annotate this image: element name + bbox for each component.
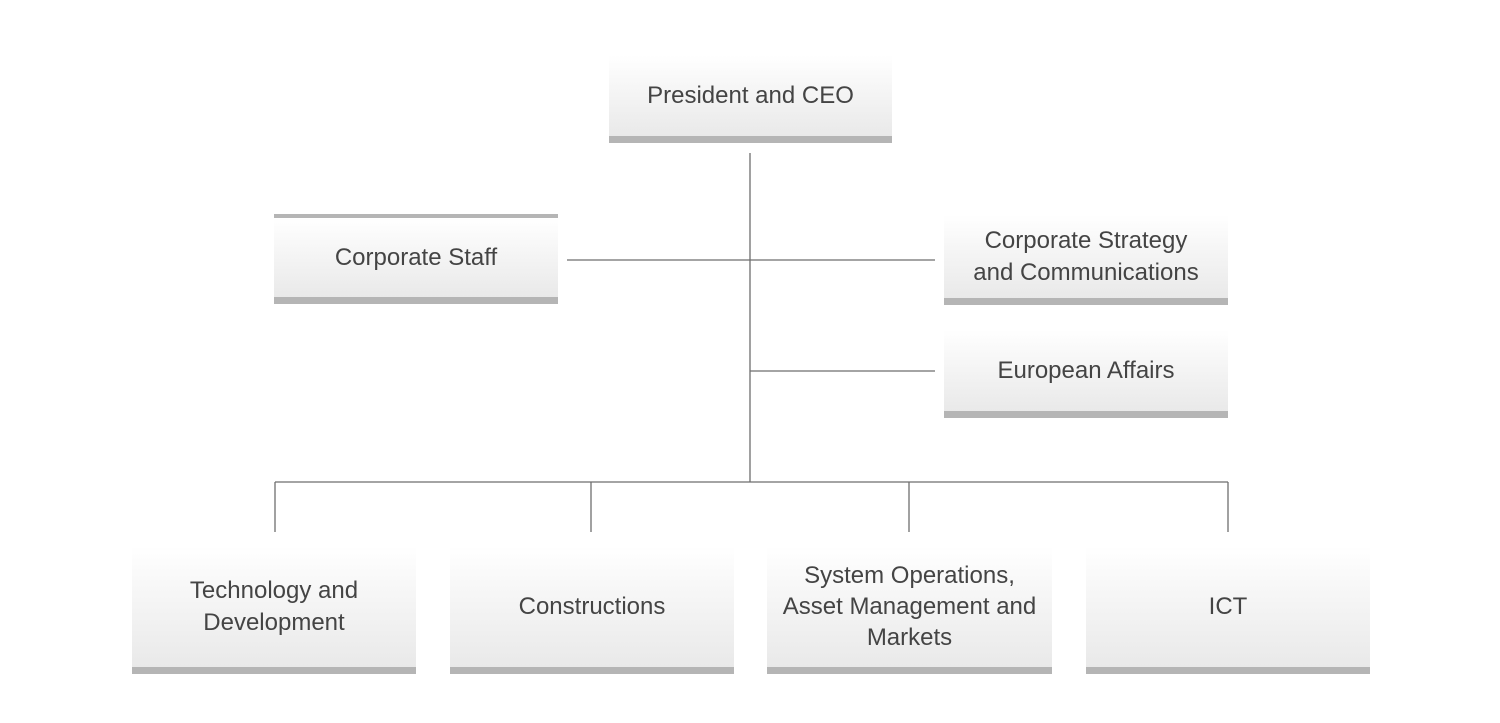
node-label: European Affairs [997,356,1175,384]
node-label: Corporate Staff [334,243,498,271]
node-system-operations: System Operations, Asset Management and … [767,546,1052,674]
node-label: Constructions [518,592,666,620]
node-label: President and CEO [647,81,854,109]
node-ict: ICT [1086,546,1370,674]
node-label: ICT [1208,592,1248,620]
node-corporate-strategy: Corporate Strategy and Communications [944,215,1228,305]
node-corporate-staff: Corporate Staff [274,214,558,304]
node-label: System Operations, Asset Management and … [782,561,1037,652]
node-president-ceo: President and CEO [609,55,892,143]
node-constructions: Constructions [450,546,734,674]
node-label: Corporate Strategy and Communications [973,227,1199,286]
node-european-affairs: European Affairs [944,330,1228,418]
node-label: Technology and Development [189,577,359,636]
node-technology-development: Technology and Development [132,546,416,674]
